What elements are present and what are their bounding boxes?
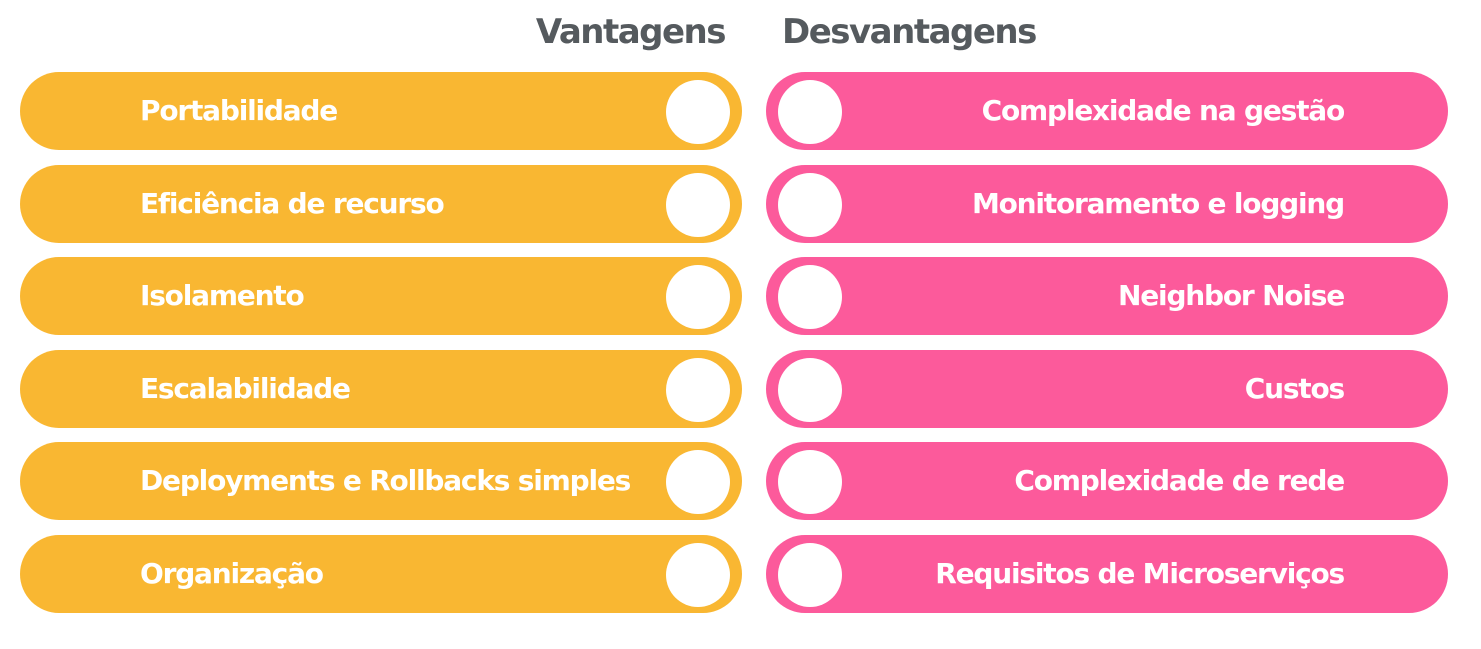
disadvantages-heading: Desvantagens <box>782 12 1037 52</box>
toggle-knob-icon <box>666 265 730 330</box>
disadvantage-pill: Complexidade na gestão <box>766 72 1448 150</box>
advantages-heading: Vantagens <box>535 12 727 52</box>
toggle-knob-icon <box>778 265 842 330</box>
disadvantage-label: Neighbor Noise <box>1118 279 1345 313</box>
disadvantage-pill: Neighbor Noise <box>766 257 1448 336</box>
toggle-knob-icon <box>778 450 842 515</box>
advantage-label: Eficiência de recurso <box>140 186 445 220</box>
advantage-label: Deployments e Rollbacks simples <box>140 464 631 498</box>
advantage-pill: Portabilidade <box>20 72 742 150</box>
advantage-pill: Deployments e Rollbacks simples <box>20 442 742 521</box>
disadvantage-label: Requisitos de Microserviços <box>935 556 1345 590</box>
advantage-label: Portabilidade <box>140 94 338 127</box>
disadvantage-pill: Requisitos de Microserviços <box>766 534 1448 613</box>
disadvantage-pill: Custos <box>766 349 1448 428</box>
advantage-pill: Isolamento <box>20 257 742 336</box>
toggle-knob-icon <box>666 172 730 237</box>
disadvantage-pill: Monitoramento e logging <box>766 164 1448 243</box>
disadvantage-pill: Complexidade de rede <box>766 442 1448 521</box>
disadvantage-label: Complexidade de rede <box>1014 464 1345 498</box>
toggle-knob-icon <box>778 357 842 422</box>
advantage-pill: Escalabilidade <box>20 349 742 428</box>
disadvantage-label: Monitoramento e logging <box>971 186 1345 220</box>
toggle-knob-icon <box>666 450 730 515</box>
toggle-knob-icon <box>778 80 842 144</box>
advantage-pill: Eficiência de recurso <box>20 164 742 243</box>
toggle-knob-icon <box>778 172 842 237</box>
advantage-pill: Organização <box>20 534 742 613</box>
disadvantage-label: Complexidade na gestão <box>981 94 1346 127</box>
advantage-label: Escalabilidade <box>140 371 351 405</box>
advantages-column: Portabilidade Eficiência de recurso Isol… <box>20 72 742 628</box>
toggle-knob-icon <box>666 80 730 144</box>
advantage-label: Organização <box>140 556 324 590</box>
toggle-knob-icon <box>666 357 730 422</box>
advantage-label: Isolamento <box>140 279 305 313</box>
disadvantages-column: Complexidade na gestão Monitoramento e l… <box>766 72 1448 628</box>
toggle-knob-icon <box>778 542 842 607</box>
toggle-knob-icon <box>666 542 730 607</box>
disadvantage-label: Custos <box>1244 371 1345 405</box>
